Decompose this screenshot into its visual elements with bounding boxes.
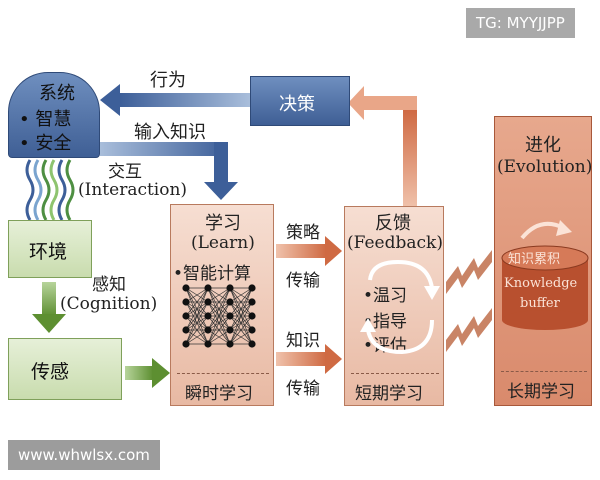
learn-title: 学习 xyxy=(205,213,241,234)
feedback-item-2: •指导 xyxy=(363,312,408,332)
action-label: 行为 xyxy=(150,70,186,91)
system-box: 系统 • 智慧 • 安全 xyxy=(8,72,100,158)
cylinder-label-cn: 知识累积 xyxy=(508,252,561,267)
interaction-waves xyxy=(25,159,75,221)
cognition-label-en: (Cognition) xyxy=(60,294,158,314)
zigzag-connector-bottom xyxy=(446,308,492,352)
knowledge-transfer-arrow xyxy=(276,344,342,374)
cognition-label-cn: 感知 xyxy=(92,275,126,295)
feedback-box: 反馈 (Feedback) •温习 •指导 •评估 短期学习 xyxy=(344,206,444,406)
input-knowledge-label: 输入知识 xyxy=(134,122,206,143)
cylinder-label-en2: buffer xyxy=(520,296,560,311)
zigzag-connector-top xyxy=(446,250,492,294)
sensing-label: 传感 xyxy=(31,361,70,383)
learn-subtitle: (Learn) xyxy=(191,233,255,253)
system-title: 系统 xyxy=(39,83,75,104)
feedback-divider xyxy=(351,373,439,374)
learn-divider xyxy=(177,373,269,374)
sensing-arrow xyxy=(125,358,170,388)
feedback-item-1: •温习 xyxy=(363,286,408,306)
interaction-label-en: (Interaction) xyxy=(78,180,188,200)
learn-box: 学习 (Learn) •智能计算 瞬时学习 xyxy=(170,204,274,406)
knowledge-transfer-label: 传输 xyxy=(286,379,320,399)
system-item-2: • 安全 xyxy=(19,133,72,154)
environment-label: 环境 xyxy=(29,241,68,263)
watermark-top-right: TG: MYYJJPP xyxy=(466,8,575,38)
strategy-transfer-arrow xyxy=(276,236,342,266)
evolution-title: 进化 xyxy=(525,135,561,156)
feedback-footer: 短期学习 xyxy=(355,384,423,404)
decision-label: 决策 xyxy=(279,94,315,115)
evolution-subtitle: (Evolution) xyxy=(497,157,593,177)
feedback-title: 反馈 xyxy=(375,213,411,234)
knowledge-label: 知识 xyxy=(286,331,320,351)
environment-box: 环境 xyxy=(8,220,92,278)
evolution-divider xyxy=(501,371,587,372)
feedback-subtitle: (Feedback) xyxy=(347,233,443,253)
feedback-item-3: •评估 xyxy=(363,336,408,356)
sensing-box: 传感 xyxy=(8,338,122,400)
learn-footer: 瞬时学习 xyxy=(185,384,253,404)
interaction-label-cn: 交互 xyxy=(108,162,142,182)
input-knowledge-arrow xyxy=(100,142,238,200)
watermark-bottom-left: www.whwlsx.com xyxy=(8,440,160,470)
system-item-1: • 智慧 xyxy=(19,109,72,130)
strategy-transfer-label: 传输 xyxy=(286,271,320,291)
cognition-arrow xyxy=(32,282,66,333)
decision-box: 决策 xyxy=(250,76,350,126)
evolution-footer: 长期学习 xyxy=(507,382,575,402)
cylinder-label-en1: Knowledge xyxy=(504,276,578,291)
strategy-label: 策略 xyxy=(286,223,320,243)
action-arrow xyxy=(100,84,250,116)
learn-bullet: •智能计算 xyxy=(173,264,252,284)
feedback-to-decision-arrow xyxy=(348,86,417,208)
